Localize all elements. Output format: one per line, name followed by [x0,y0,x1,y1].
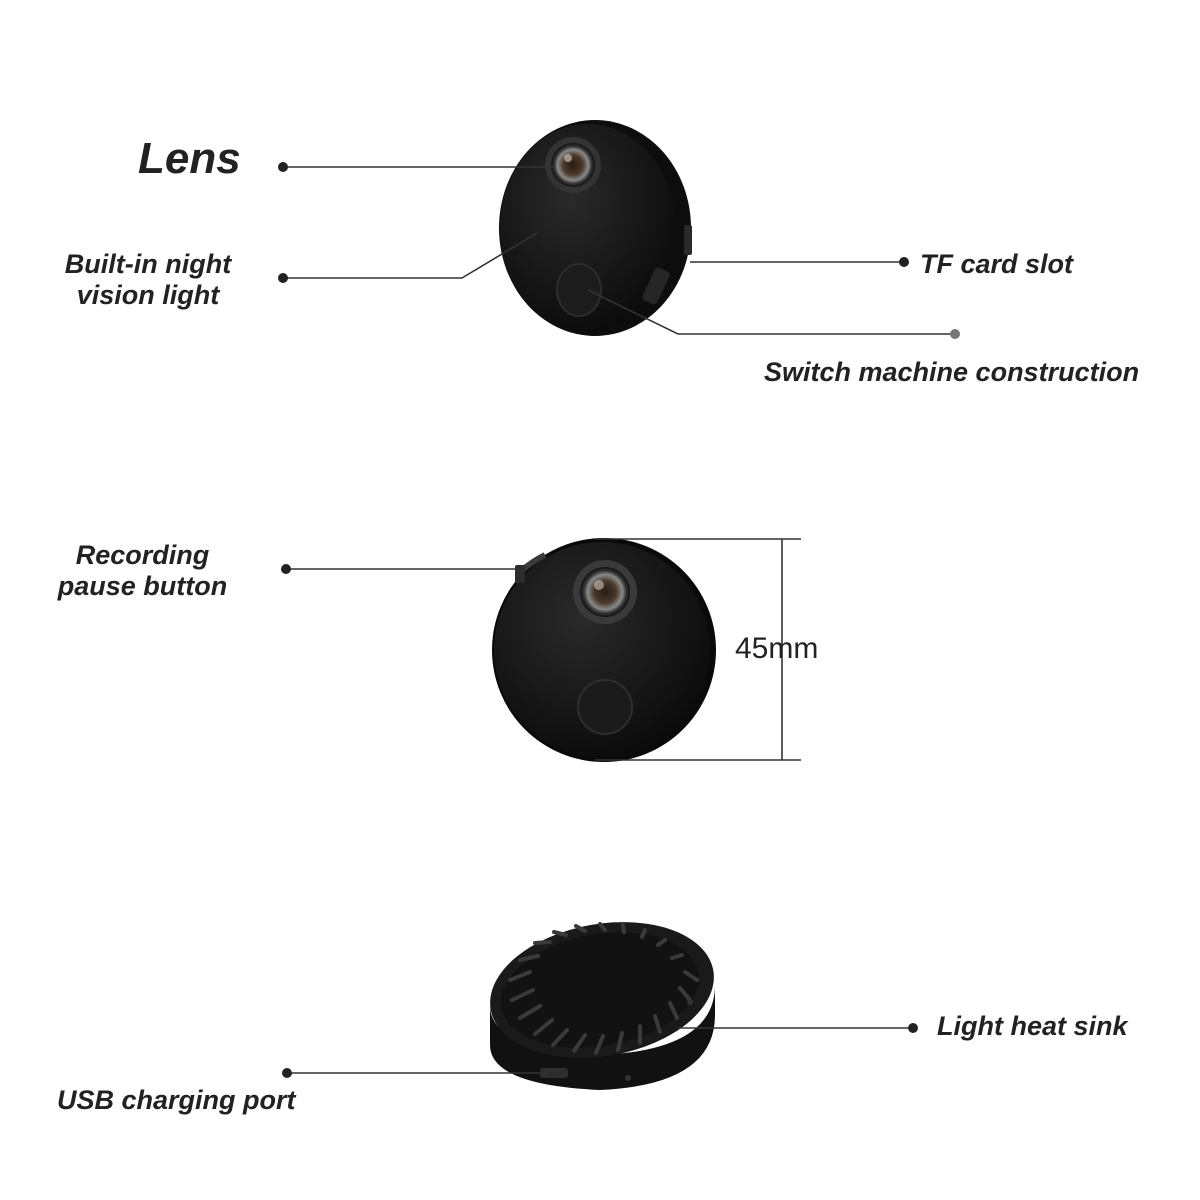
camera-angled-view [499,120,692,336]
label-heat-sink: Light heat sink [937,1011,1128,1041]
switch-button-top [556,263,602,317]
label-recording-line2: pause button [57,571,228,602]
label-tf-card-slot: TF card slot [920,249,1074,279]
label-night-vision-line1: Built-in night [64,249,232,279]
camera-back-view [490,922,715,1090]
label-lens: Lens [138,134,241,183]
dimension-marker [595,538,801,761]
usb-port [540,1068,568,1078]
leader-dots-top [278,162,960,339]
label-night-vision-line2: vision light [76,280,220,311]
lens-top [545,137,601,193]
label-recording-line1: Recording [75,540,210,570]
leader-lines-bottom [287,1027,913,1074]
lens-front [573,560,637,624]
leader-lines-top [283,166,955,335]
heat-sink-vents [508,922,699,1055]
label-usb-port: USB charging port [57,1085,296,1115]
label-night-vision: Built-in night vision light [40,249,256,311]
dimension-label: 45mm [735,632,819,665]
leader-dot-recording [281,564,291,574]
leader-dots-bottom [282,1023,918,1078]
label-switch-construction: Switch machine construction [764,357,1140,387]
recording-button-mark [515,565,525,583]
camera-front-view [492,538,716,762]
label-recording-pause: Recording pause button [40,540,245,602]
switch-button-front [577,679,633,735]
tf-slot-mark [684,225,692,255]
